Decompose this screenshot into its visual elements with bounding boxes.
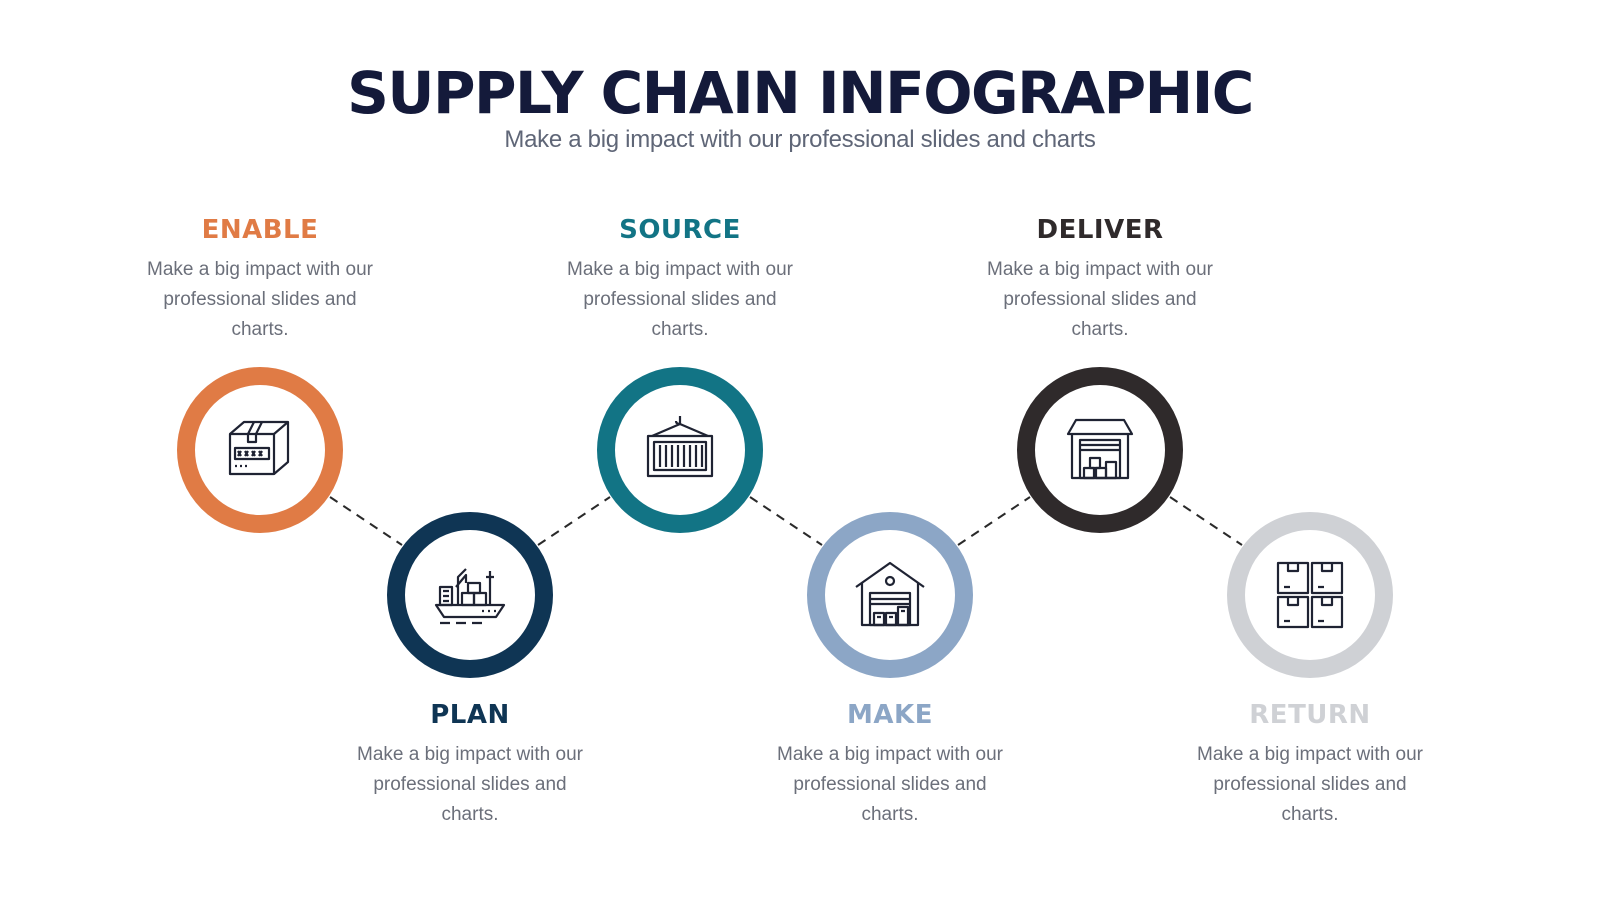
step-return-title: RETURN — [1249, 700, 1371, 730]
step-make-text: MAKE Make a big impact with our professi… — [760, 698, 1020, 830]
page-title: SUPPLY CHAIN INFOGRAPHIC — [347, 59, 1254, 127]
connector-enable-plan — [329, 496, 403, 546]
step-enable-title: ENABLE — [201, 215, 319, 245]
step-plan-ring — [387, 512, 553, 678]
step-return-desc: Make a big impact with our professional … — [1197, 744, 1423, 825]
step-enable-ring — [177, 367, 343, 533]
step-return-ring — [1227, 512, 1393, 678]
connector-plan-source — [537, 496, 611, 546]
step-make-desc: Make a big impact with our professional … — [777, 744, 1003, 825]
step-return-text: RETURN Make a big impact with our profes… — [1180, 698, 1440, 830]
step-enable-desc: Make a big impact with our professional … — [147, 259, 373, 340]
step-deliver-desc: Make a big impact with our professional … — [987, 259, 1213, 340]
step-source-desc: Make a big impact with our professional … — [567, 259, 793, 340]
connector-deliver-return — [1169, 496, 1243, 546]
step-deliver-ring — [1017, 367, 1183, 533]
boxes-icon — [1276, 561, 1344, 629]
box-icon — [228, 420, 290, 476]
warehouse-icon — [855, 561, 925, 627]
step-plan-title: PLAN — [430, 700, 510, 730]
step-make-ring — [807, 512, 973, 678]
step-source-ring — [597, 367, 763, 533]
connector-make-deliver — [957, 496, 1031, 546]
step-deliver-text: DELIVER Make a big impact with our profe… — [970, 213, 1230, 345]
garage-icon — [1066, 418, 1134, 480]
page-subtitle: Make a big impact with our professional … — [504, 126, 1096, 153]
step-make-title: MAKE — [847, 700, 933, 730]
step-source-text: SOURCE Make a big impact with our profes… — [550, 213, 810, 345]
step-plan-text: PLAN Make a big impact with our professi… — [340, 698, 600, 830]
step-plan-desc: Make a big impact with our professional … — [357, 744, 583, 825]
ship-icon — [434, 568, 506, 625]
step-deliver-title: DELIVER — [1036, 215, 1164, 245]
container-icon — [646, 416, 714, 478]
step-source-title: SOURCE — [619, 215, 741, 245]
step-enable-text: ENABLE Make a big impact with our profes… — [130, 213, 390, 345]
connector-source-make — [749, 496, 823, 546]
